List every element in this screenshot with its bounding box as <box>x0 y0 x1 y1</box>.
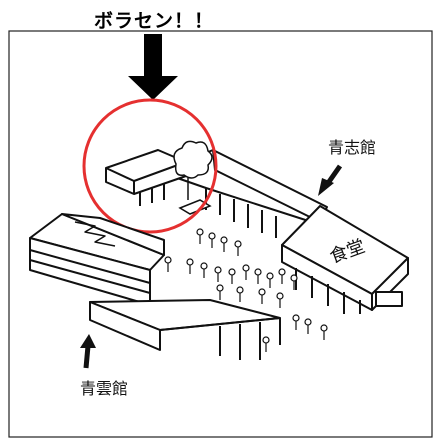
frame-border <box>8 30 433 438</box>
front-building <box>89 299 281 360</box>
stage <box>178 199 212 215</box>
highlight-circle <box>82 98 218 234</box>
crowd <box>164 228 328 352</box>
seiunkan-building <box>29 213 165 306</box>
page-title: ボラセン！！ <box>94 10 215 32</box>
seiunkan-arrow-icon <box>80 334 96 369</box>
tree-icon <box>173 140 213 200</box>
seiunkan-label: 青雲館 <box>80 379 129 398</box>
big-down-arrow-icon <box>128 34 178 100</box>
seishikan-label: 青志館 <box>328 138 377 157</box>
cafeteria-building <box>281 205 409 314</box>
seishikan-arrow-icon <box>318 164 343 196</box>
